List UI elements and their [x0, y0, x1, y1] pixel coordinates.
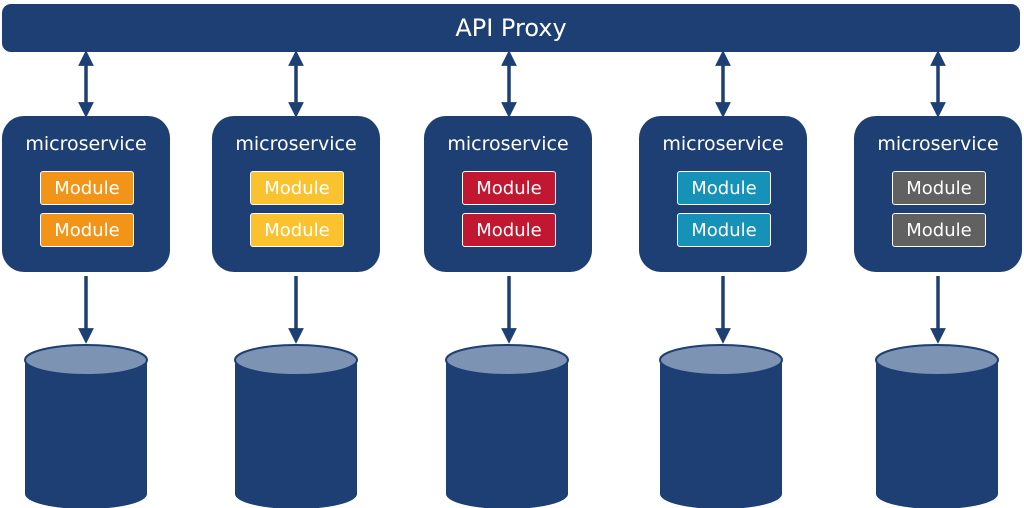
- database-cylinder: [659, 344, 783, 508]
- module-box: Module: [250, 213, 344, 247]
- module-box: Module: [40, 213, 134, 247]
- microservice-title: microservice: [877, 133, 999, 155]
- module-box: Module: [462, 213, 556, 247]
- database-body: [235, 360, 357, 508]
- database-top: [445, 344, 569, 376]
- microservice-title: microservice: [25, 133, 147, 155]
- microservice-title: microservice: [235, 133, 357, 155]
- microservice-title: microservice: [447, 133, 569, 155]
- module-box: Module: [892, 213, 986, 247]
- module-box: Module: [892, 171, 986, 205]
- microservice-title: microservice: [662, 133, 784, 155]
- database-cylinder: [234, 344, 358, 508]
- database-top: [234, 344, 358, 376]
- module-box: Module: [40, 171, 134, 205]
- module-box: Module: [462, 171, 556, 205]
- database-top: [659, 344, 783, 376]
- database-body: [876, 360, 998, 508]
- database-cylinder: [24, 344, 148, 508]
- module-box: Module: [250, 171, 344, 205]
- database-cylinder: [875, 344, 999, 508]
- api-proxy-bar: API Proxy: [2, 4, 1020, 52]
- database-body: [660, 360, 782, 508]
- database-body: [446, 360, 568, 508]
- database-top: [875, 344, 999, 376]
- database-body: [25, 360, 147, 508]
- api-proxy-label: API Proxy: [455, 14, 567, 42]
- database-cylinder: [445, 344, 569, 508]
- module-box: Module: [677, 171, 771, 205]
- database-top: [24, 344, 148, 376]
- module-box: Module: [677, 213, 771, 247]
